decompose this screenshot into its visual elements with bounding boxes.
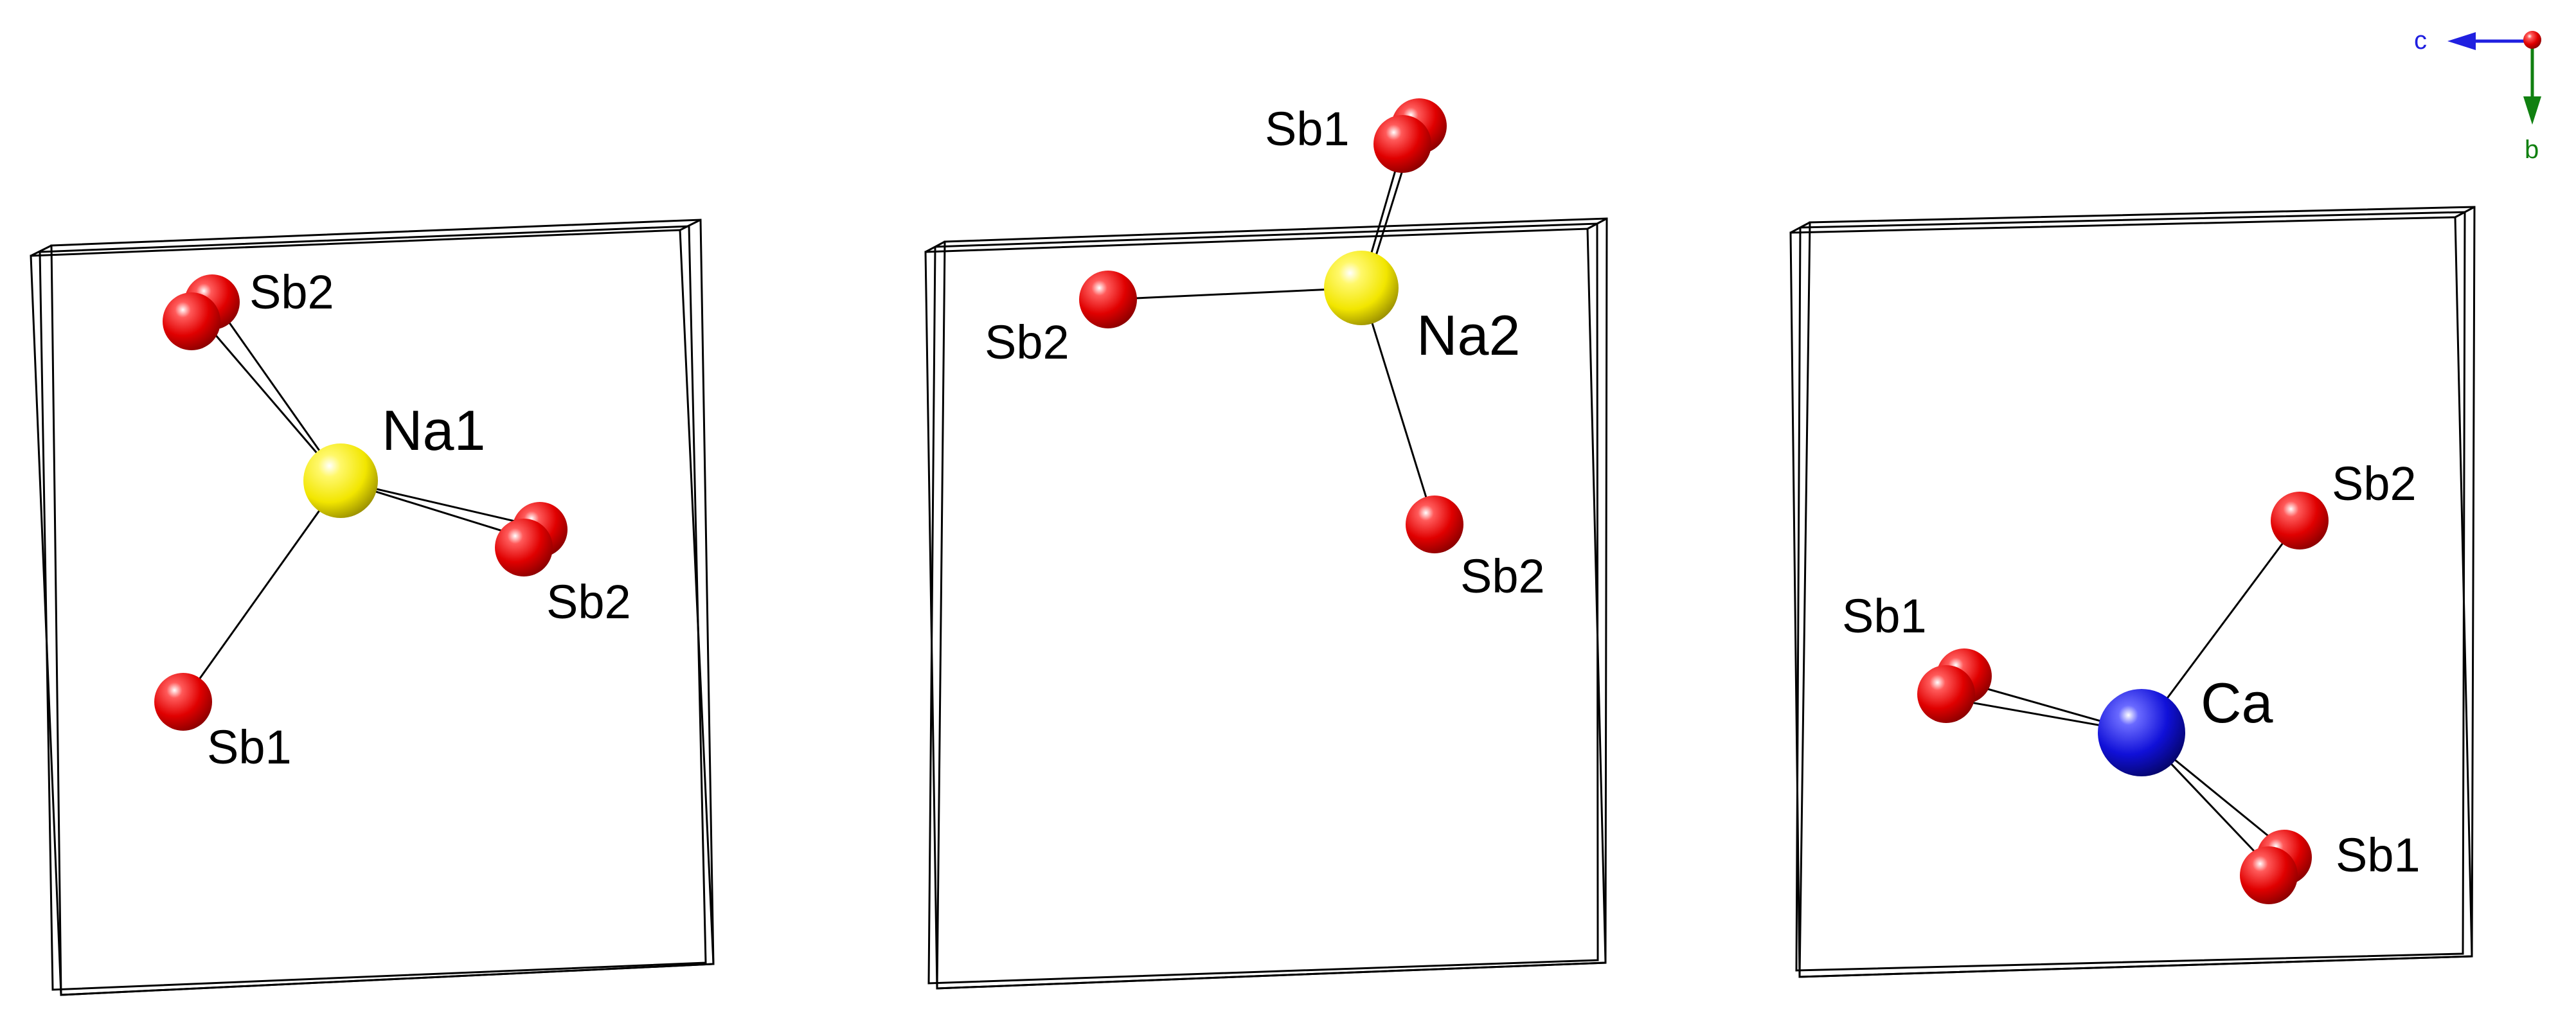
panel-na2: Na2 Sb1 Sb2 Sb2 bbox=[924, 98, 1608, 990]
atom-label: Sb1 bbox=[207, 720, 292, 774]
atom-label: Sb2 bbox=[2332, 457, 2417, 510]
atoms bbox=[1079, 98, 1463, 553]
panel-na1: Na1 Sb2 Sb2 Sb1 bbox=[30, 219, 715, 996]
sb1-atom bbox=[2240, 846, 2298, 904]
c-axis-label: c bbox=[2414, 26, 2427, 55]
atom-label: Ca bbox=[2201, 671, 2273, 735]
na2-atom bbox=[1324, 251, 1399, 325]
atom-label: Na2 bbox=[1417, 303, 1520, 367]
atom-label: Sb1 bbox=[2336, 828, 2420, 882]
atom-label: Sb2 bbox=[249, 265, 334, 319]
sb2-atom bbox=[1406, 496, 1463, 553]
axis-origin bbox=[2523, 31, 2541, 49]
b-axis-arrowhead bbox=[2523, 96, 2541, 125]
atom-label: Sb2 bbox=[546, 575, 631, 629]
unit-cell-frame bbox=[1789, 206, 2476, 978]
na1-atom bbox=[303, 443, 378, 518]
sb2-atom bbox=[495, 519, 553, 576]
sb1-atom bbox=[154, 673, 212, 731]
axis-indicator: c b bbox=[2414, 26, 2541, 164]
sb2-atom bbox=[1079, 271, 1137, 328]
atoms bbox=[154, 274, 568, 731]
bonds bbox=[1107, 120, 1436, 525]
panel-ca: Ca Sb2 Sb1 Sb1 bbox=[1789, 206, 2476, 978]
labels: Na1 Sb2 Sb2 Sb1 bbox=[207, 265, 631, 774]
sb2-atom bbox=[2271, 492, 2329, 549]
sb1-atom bbox=[1373, 115, 1431, 173]
labels: Ca Sb2 Sb1 Sb1 bbox=[1842, 457, 2420, 882]
b-axis-label: b bbox=[2525, 136, 2539, 164]
atom-label: Sb2 bbox=[1460, 549, 1545, 603]
unit-cell-frame bbox=[924, 217, 1608, 990]
sb1-atom bbox=[1917, 665, 1975, 723]
atoms bbox=[1917, 492, 2329, 904]
atom-label: Sb1 bbox=[1265, 102, 1350, 156]
labels: Na2 Sb1 Sb2 Sb2 bbox=[985, 102, 1545, 603]
atom-label: Sb1 bbox=[1842, 589, 1927, 643]
c-axis-arrowhead bbox=[2447, 32, 2476, 50]
ca-atom bbox=[2098, 689, 2185, 776]
atom-label: Sb2 bbox=[985, 316, 1069, 369]
unit-cell-frame bbox=[30, 219, 715, 996]
sb2-atom bbox=[163, 292, 220, 350]
atom-label: Na1 bbox=[382, 398, 485, 462]
